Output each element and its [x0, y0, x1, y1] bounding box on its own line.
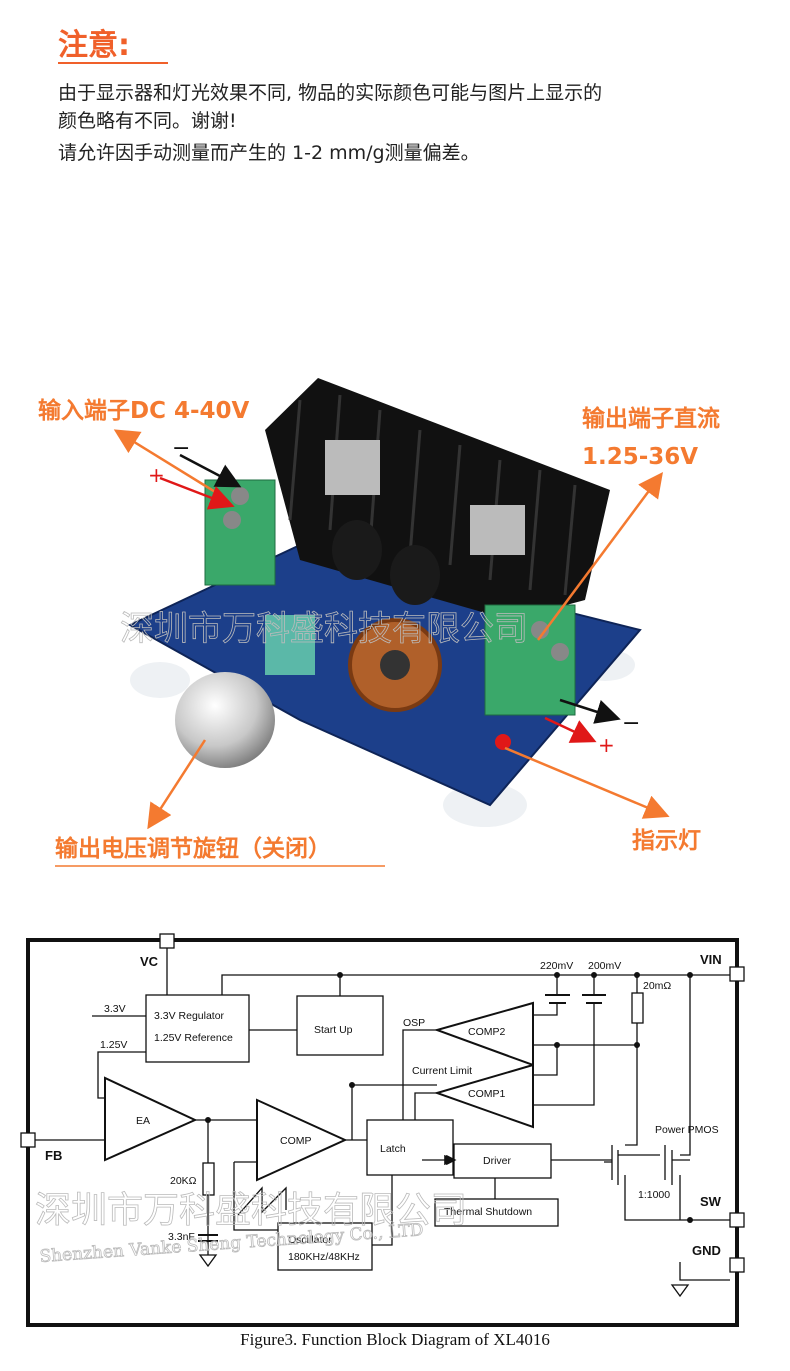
ref-200-label: 200mV	[588, 960, 621, 972]
regulator-label-2: 1.25V Reference	[154, 1032, 233, 1044]
photo-watermark: 深圳市万科盛科技有限公司	[120, 609, 528, 649]
capacitor	[390, 545, 440, 605]
knob	[175, 672, 275, 768]
latch-block	[366, 1119, 454, 1176]
oscillator-label-2: 180KHz/48KHz	[288, 1251, 360, 1263]
comp-label: COMP	[280, 1135, 312, 1147]
comp2-label: COMP2	[468, 1026, 506, 1038]
knob-label: 输出电压调节旋钮（关闭）	[55, 835, 331, 862]
comp-amp	[256, 1098, 348, 1182]
sawtooth	[237, 1186, 287, 1216]
notice-line-1: 由于显示器和灯光效果不同, 物品的实际颜色可能与图片上显示的	[58, 82, 603, 104]
indicator-label: 指示灯	[632, 828, 701, 854]
input-terminal-label: 输入端子DC 4-40V	[38, 397, 250, 424]
standoff-foot	[130, 662, 190, 698]
indicator-arrow	[504, 746, 670, 819]
regulator-chip	[325, 440, 380, 495]
ground-symbol	[198, 1254, 690, 1298]
mosfet-chip	[470, 505, 525, 555]
label-1v25: 1.25V	[100, 1039, 127, 1051]
pin-label-fb: FB	[45, 1148, 62, 1163]
output-minus-arrow	[559, 698, 621, 724]
oscillator-block	[277, 1222, 373, 1271]
pin-vc	[159, 933, 175, 949]
output-minus: −	[622, 711, 640, 736]
ea-label: EA	[136, 1115, 150, 1127]
driver-label: Driver	[483, 1155, 512, 1167]
pin-label-sw: SW	[700, 1194, 722, 1209]
thermal-label: Thermal Shutdown	[444, 1206, 532, 1218]
comp2-amp	[433, 1001, 534, 1067]
oscillator-label-1: Oscillator	[288, 1234, 332, 1246]
pin-label-vc: VC	[140, 954, 159, 969]
potentiometer	[265, 615, 315, 675]
input-plus-arrow	[159, 476, 235, 510]
ref-220-label: 220mV	[540, 960, 573, 972]
product-photo: 深圳市万科盛科技有限公司	[120, 378, 642, 827]
diagram-labels: VC FB VIN SW GND 3.3V 1.25V 3.3V Regulat…	[35, 952, 722, 1349]
latch-label: Latch	[380, 1143, 406, 1155]
pin-sw	[729, 1212, 745, 1228]
resistor-20m	[631, 992, 644, 1024]
comp1-amp	[433, 1063, 534, 1129]
pmos-large	[664, 1145, 690, 1185]
output-plus: +	[598, 733, 615, 757]
current-limit-label: Current Limit	[412, 1065, 472, 1077]
notice-underline	[58, 62, 168, 64]
pin-fb	[20, 1132, 36, 1148]
input-minus: −	[172, 436, 190, 461]
resistor-label: 20KΩ	[170, 1175, 197, 1187]
osp-label: OSP	[403, 1017, 425, 1029]
output-terminal-label-1: 输出端子直流	[582, 405, 720, 432]
comp1-label: COMP1	[468, 1088, 506, 1100]
output-plus-arrow	[544, 716, 597, 743]
rsense-label: 20mΩ	[643, 980, 671, 992]
pin-label-gnd: GND	[692, 1243, 721, 1258]
startup-label: Start Up	[314, 1024, 353, 1036]
label-3v3: 3.3V	[104, 1003, 126, 1015]
ref-220	[545, 994, 570, 1004]
pin-gnd	[729, 1257, 745, 1273]
indicator-led	[495, 734, 511, 750]
thermal-block	[434, 1198, 559, 1227]
notice-line-2: 颜色略有不同。谢谢!	[58, 110, 237, 132]
resistor-20k	[202, 1162, 215, 1196]
notice-title: 注意:	[58, 28, 130, 63]
ref-200	[582, 994, 606, 1004]
pin-label-vin: VIN	[700, 952, 722, 967]
pmos-label: Power PMOS	[655, 1124, 719, 1136]
output-terminal-label-2: 1.25-36V	[582, 444, 698, 470]
input-plus: +	[148, 463, 165, 487]
diagram-watermark-cn: 深圳市万科盛科技有限公司	[35, 1190, 467, 1231]
knob-arrow	[147, 739, 207, 830]
notice-line-3: 请允许因手动测量而产生的 1-2 mm/g测量偏差。	[58, 142, 480, 164]
ratio-label: 1:1000	[638, 1189, 670, 1201]
ea-amp	[104, 1076, 198, 1162]
block-diagram	[20, 933, 745, 1327]
input-minus-arrow	[179, 453, 242, 488]
regulator-block	[145, 994, 250, 1063]
capacitor	[332, 520, 382, 580]
output-arrow	[536, 471, 663, 641]
regulator-label-1: 3.3V Regulator	[154, 1010, 225, 1022]
diagram-caption: Figure3. Function Block Diagram of XL401…	[240, 1330, 550, 1349]
capacitor-3n3	[198, 1234, 218, 1242]
pin-vin	[729, 966, 745, 982]
capacitor-label: 3.3nF	[168, 1231, 195, 1243]
pmos-small	[604, 1145, 660, 1185]
